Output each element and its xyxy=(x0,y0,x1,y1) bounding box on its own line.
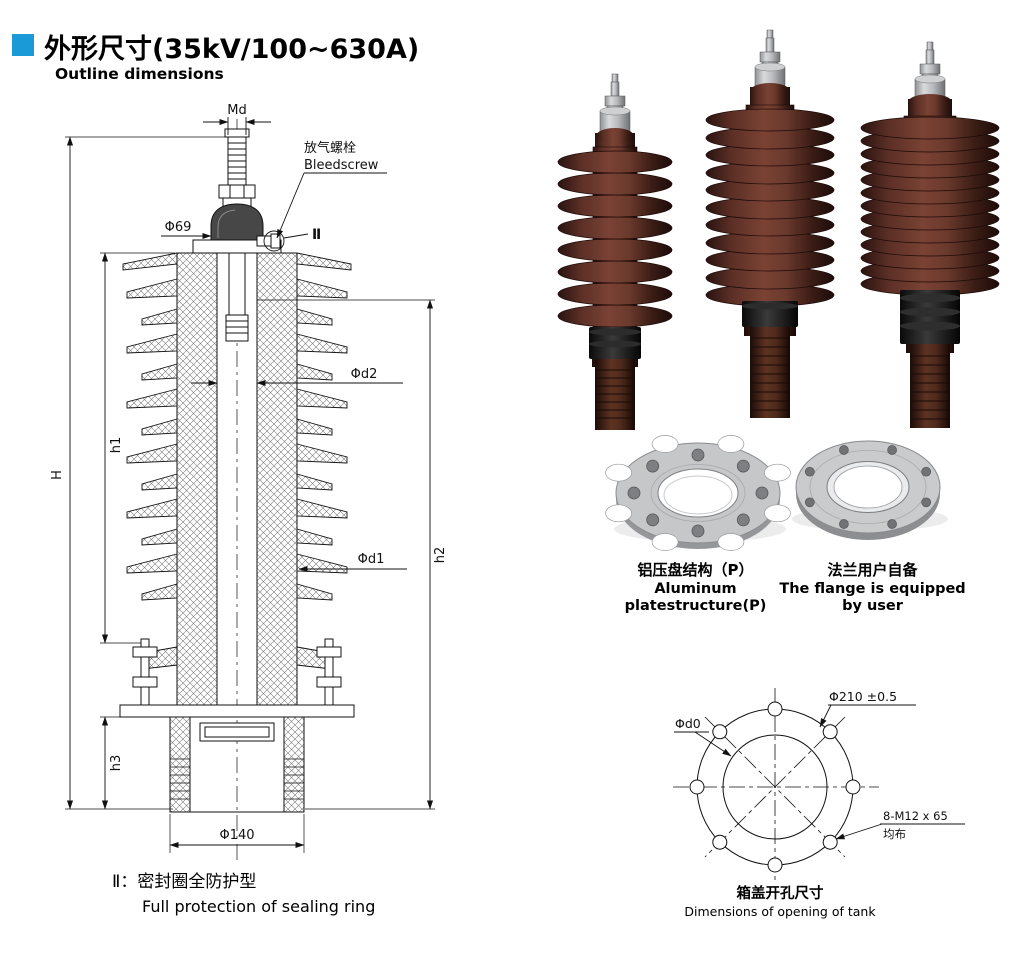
aluminum-plate-caption-en1: Aluminum xyxy=(654,580,737,597)
page-title: 外形尺寸(35kV/100~630A) xyxy=(44,34,420,65)
opening-circle xyxy=(722,734,828,840)
bushing-photo-large xyxy=(860,41,1000,428)
section-bullet-icon xyxy=(12,34,34,56)
bleedscrew-label-cn: 放气螺栓 xyxy=(304,140,356,156)
tank-diagonal-2 xyxy=(704,716,846,858)
seal-ring-caption-cn: Ⅱ：密封圈全防护型 xyxy=(112,872,257,892)
porcelain-sheds xyxy=(122,252,352,601)
ring-flange-caption-cn: 法兰用户自备 xyxy=(827,561,918,579)
top-dome-cap xyxy=(210,203,264,241)
tank-opening-caption-en: Dimensions of opening of tank xyxy=(684,904,876,920)
ring-flange-caption-en1: The flange is equipped xyxy=(779,580,966,597)
tank-opening-caption: 箱盖开孔尺寸 Dimensions of opening of tank xyxy=(640,884,920,919)
aluminum-plate-photo xyxy=(605,435,791,551)
dim-label-phi69: Φ69 xyxy=(165,220,192,235)
ring-flange-photo xyxy=(792,440,948,540)
bushing-photo-medium xyxy=(705,29,835,418)
bleed-screw xyxy=(256,233,281,249)
aluminum-plate-caption-cn: 铝压盘结构（P） xyxy=(637,561,754,579)
flange-photos xyxy=(605,435,948,551)
seal-ring-caption-en: Full protection of sealing ring xyxy=(142,896,376,916)
seal-ring-caption: Ⅱ：密封圈全防护型 Full protection of sealing rin… xyxy=(112,870,375,918)
ring-flange-caption-en2: by user xyxy=(842,597,903,614)
bolt-spec-line1: 8-M12 x 65 xyxy=(883,809,948,823)
bushing-outline-drawing: Md 放气螺栓 Bleedscrew Φ69 Ⅱ Φd2 Φd1 H h1 h3… xyxy=(50,103,448,865)
bolt-holes xyxy=(689,701,861,873)
dim-label-H: H xyxy=(50,470,65,480)
dim-label-phid0: Φd0 xyxy=(675,716,701,731)
tank-opening-drawing: Φ210 ±0.5 Φd0 8-M12 x 65 均布 xyxy=(673,688,965,884)
porcelain-body xyxy=(176,252,298,706)
dim-label-phid2: Φd2 xyxy=(351,367,378,382)
bleedscrew-label-en: Bleedscrew xyxy=(304,158,379,173)
dim-label-h2: h2 xyxy=(433,547,448,564)
dim-label-h3: h3 xyxy=(109,755,124,772)
dim-label-bolt-circle: Φ210 ±0.5 xyxy=(829,689,897,704)
page-subtitle: Outline dimensions xyxy=(55,65,224,83)
bolt-spec-line2: 均布 xyxy=(883,827,906,841)
ring-flange-caption: 法兰用户自备 The flange is equipped by user xyxy=(770,561,975,615)
dim-label-md: Md xyxy=(227,103,246,118)
dimension-lines xyxy=(65,117,435,853)
seal-mark-label: Ⅱ xyxy=(312,227,321,243)
bushing-photo-small xyxy=(557,73,673,430)
lower-porcelain-tube xyxy=(169,716,305,813)
mounting-clamp xyxy=(119,638,355,718)
product-photos xyxy=(557,29,1000,430)
aluminum-plate-caption: 铝压盘结构（P） Aluminum platestructure(P) xyxy=(588,561,803,615)
aluminum-plate-caption-en2: platestructure(P) xyxy=(624,597,767,614)
top-terminal-stud xyxy=(218,128,256,207)
dim-label-phi140: Φ140 xyxy=(219,828,254,843)
dim-label-phid1: Φd1 xyxy=(358,552,385,567)
tank-opening-caption-cn: 箱盖开孔尺寸 xyxy=(736,886,824,902)
dim-label-h1: h1 xyxy=(109,437,124,454)
